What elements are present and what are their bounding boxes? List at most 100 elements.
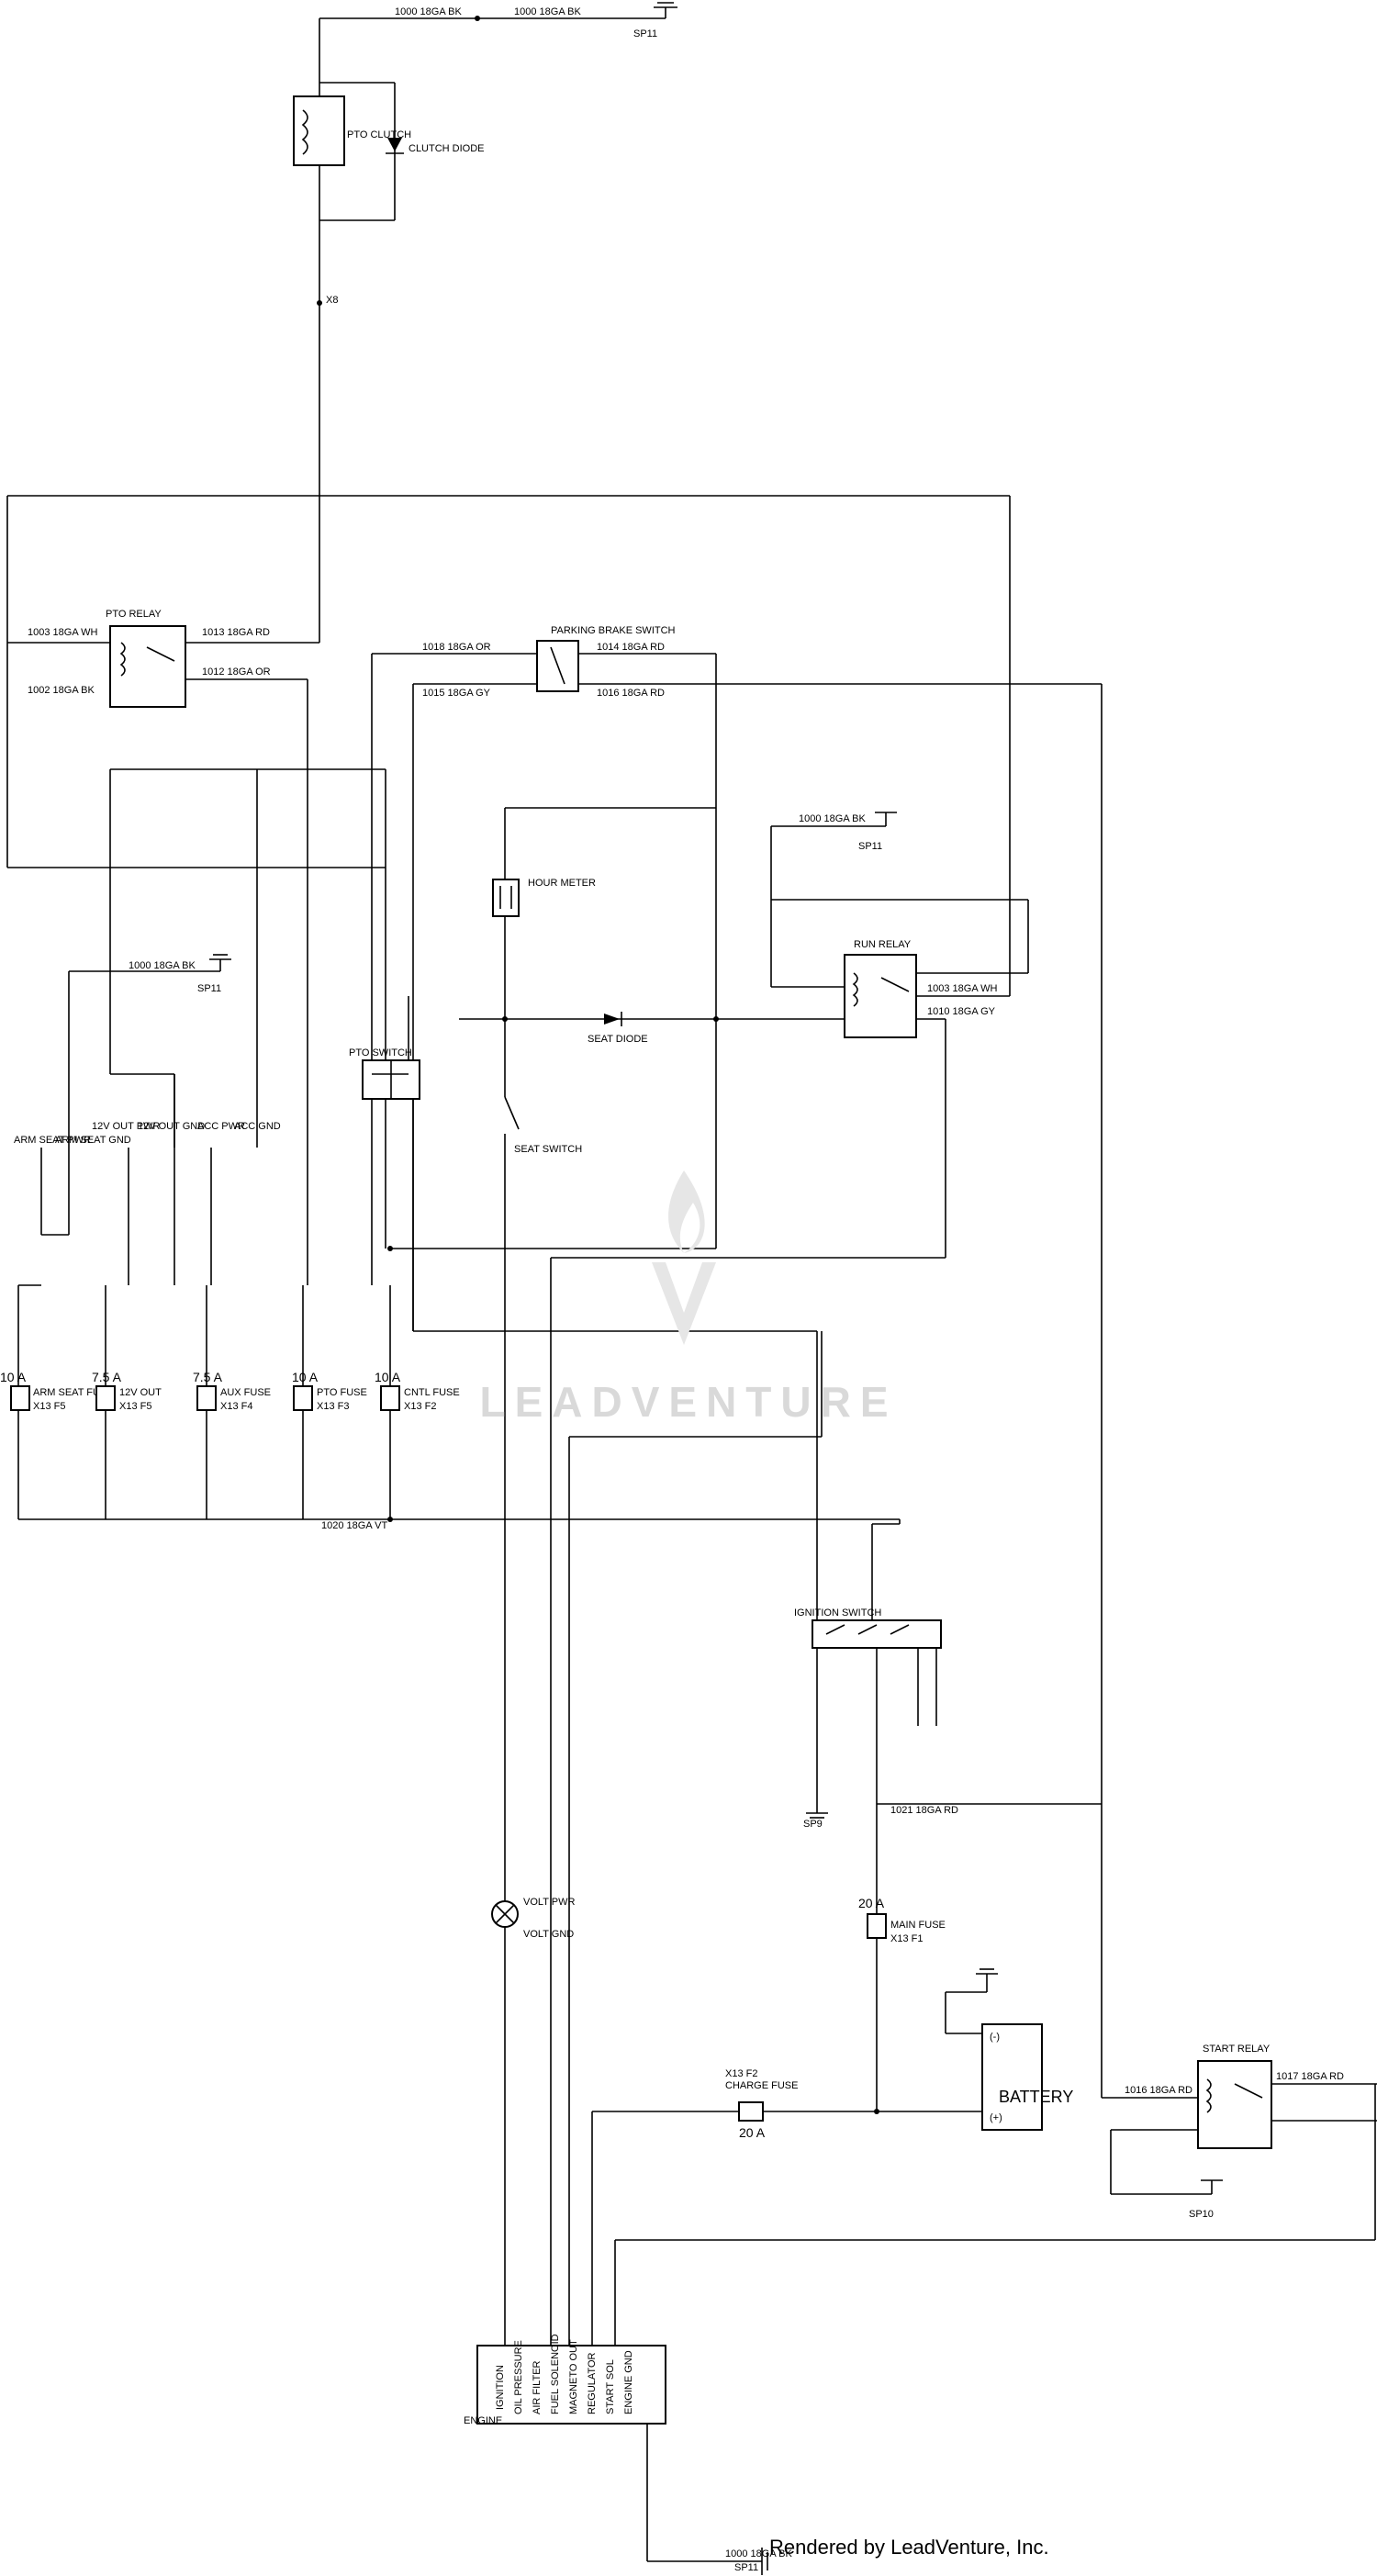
wire-label: 1016 18GA RD [1125,2085,1192,2096]
fuse-name: CNTL FUSE [404,1387,460,1398]
accessory-12v-out-gnd: 12V OUT GND [138,1121,205,1132]
seat-switch-label: SEAT SWITCH [514,1144,582,1155]
ignition-switch: IGNITION SWITCH SP9 [568,1330,942,2323]
parking-brake-switch: PARKING BRAKE SWITCH 1018 18GA OR 1014 1… [371,625,1103,2098]
engine-pin-fuel: FUEL SOLENOID [550,2334,561,2414]
pto-relay-label: PTO RELAY [106,609,162,620]
fuse-rating: 20 A [739,2125,766,2140]
accessory-arm-seat-pwr: ARM SEAT PWR [14,1135,91,1146]
ground-label-sp11-run: SP11 [858,841,882,852]
fuse-charge: 20 A CHARGE FUSE X13 F2 [725,2068,798,2140]
fuse-main: 20 A MAIN FUSE X13 F1 [858,1896,946,1944]
fuse-id: X13 F2 [404,1401,436,1412]
engine-pin-ignition: IGNITION [495,2365,506,2410]
wire-label: 1013 18GA RD [202,627,270,638]
fuse-id: X13 F4 [220,1401,252,1412]
pto-switch: PTO SWITCH [349,996,799,1332]
wire-label: 1003 18GA WH [927,983,997,994]
wire-label: 1000 18GA BK [514,6,581,17]
battery-box [981,2023,1043,2131]
fuse-12v-out: 7.5 A 12V OUT X13 F5 [92,1370,162,1412]
watermark-icon [652,1170,716,1345]
wire-label: 1017 18GA RD [1276,2071,1344,2082]
engine-pin-regulator: REGULATOR [587,2353,598,2414]
svg-text:(+): (+) [990,2112,1002,2123]
engine-label: ENGINE [464,2415,502,2426]
fuse-name: PTO FUSE [317,1387,367,1398]
clutch-diode-label: CLUTCH DIODE [409,143,485,154]
engine-pin-oil: OIL PRESSURE [513,2340,524,2414]
engine-pin-magneto: MAGNETO OUT [568,2339,579,2414]
wire-label: 1000 18GA BK [799,813,866,824]
outer-loop-wires [6,491,1011,1285]
fuse-name: CHARGE FUSE [725,2080,798,2091]
ground-label-sp11-top: SP11 [633,28,657,39]
volt-meter: VOLT PWR VOLT GND [491,1897,575,1940]
battery-label: BATTERY [999,2088,1073,2106]
wire-label: 1015 18GA GY [422,688,491,699]
volt-gnd-label: VOLT GND [523,1929,574,1940]
wire-label: 1020 18GA VT [321,1520,387,1531]
ground-label-sp11-bottom: SP11 [734,2562,758,2573]
pto-clutch-branch: SP11 1000 18GA BK 1000 18GA BK PTO CLUTC… [293,2,677,491]
ignition-label: IGNITION SWITCH [794,1607,881,1618]
fuse-name: MAIN FUSE [890,1920,946,1931]
wire-label: 1003 18GA WH [28,627,97,638]
wire-label: 1018 18GA OR [422,642,491,653]
wire-label: 1021 18GA RD [890,1805,958,1816]
ground-label-sp10: SP10 [1189,2209,1214,2220]
pto-switch-label: PTO SWITCH [349,1047,412,1058]
engine-block: IGNITION OIL PRESSURE AIR FILTER FUEL SO… [464,2323,792,2575]
accessory-connectors: ARM SEAT PWR ARM SEAT GND 12V OUT PWR 12… [14,769,281,1285]
start-relay: START RELAY SP10 1017 18GA RD 1016 18GA … [614,2044,1377,2323]
start-relay-label: START RELAY [1203,2044,1271,2055]
accessory-acc-gnd: ACC GND [234,1121,281,1132]
fuse-id: X13 F2 [725,2068,757,2079]
fuse-id: X13 F5 [119,1401,151,1412]
hour-meter-seat: HOUR METER SEAT DIODE SEAT SWITCH [459,807,845,2323]
fuse-cntl: 10 A CNTL FUSE X13 F2 [375,1370,460,1412]
fuse-rating: 20 A [858,1896,885,1910]
accessory-arm-seat-gnd: ARM SEAT GND [55,1135,131,1146]
fuse-rating: 10 A [292,1370,319,1384]
fuse-rating: 7.5 A [92,1370,122,1384]
park-brake-label: PARKING BRAKE SWITCH [551,625,676,636]
fuse-rating: 10 A [0,1370,27,1384]
hour-meter-label: HOUR METER [528,878,596,889]
fuse-rating: 7.5 A [193,1370,223,1384]
fuse-id: X13 F5 [33,1401,65,1412]
fuse-pto: 10 A PTO FUSE X13 F3 [292,1370,367,1412]
mid-left-wiring: SP11 1000 18GA BK [68,768,386,1285]
wire-label: 1000 18GA BK [395,6,462,17]
fuse-id: X13 F1 [890,1933,923,1944]
fuse-id: X13 F3 [317,1401,349,1412]
fuse-name: ARM SEAT FUSE [33,1387,114,1398]
pto-clutch-label: PTO CLUTCH [347,129,411,140]
fuse-bank: 10 A ARM SEAT FUSE X13 F5 7.5 A 12V OUT … [0,996,900,1531]
engine-pin-start: START SOL [605,2359,616,2414]
volt-pwr-label: VOLT PWR [523,1897,575,1908]
connector-x8: X8 [326,295,338,306]
watermark: LEADVENTURE [479,1378,898,1426]
pto-relay: PTO RELAY 1003 18GA WH 1002 18GA BK 1013… [28,609,271,708]
run-relay: RUN RELAY SP11 1000 18GA BK 1003 18GA WH… [550,812,1029,2323]
wire-label: 1000 18GA BK [129,960,196,971]
accessory-acc-pwr: ACC PWR [197,1121,245,1132]
wire-label: 1014 18GA RD [597,642,665,653]
ground-label-sp11-mid: SP11 [197,983,221,994]
fuse-arm-seat: 10 A ARM SEAT FUSE X13 F5 [0,1370,114,1412]
accessory-12v-out-pwr: 12V OUT PWR [92,1121,160,1132]
fuse-name: 12V OUT [119,1387,162,1398]
wire-label: 1000 18GA BK [725,2548,792,2559]
fuse-name: AUX FUSE [220,1387,271,1398]
render-credit: Rendered by LeadVenture, Inc. [769,2536,1049,2559]
ground-label-sp9: SP9 [803,1819,823,1830]
engine-pin-gnd: ENGINE GND [623,2350,634,2414]
fuse-aux: 7.5 A AUX FUSE X13 F4 [193,1370,271,1412]
run-relay-label: RUN RELAY [854,939,912,950]
fuse-rating: 10 A [375,1370,401,1384]
wire-label: 1002 18GA BK [28,685,95,696]
pto-clutch-coil [293,95,345,166]
engine-pin-air: AIR FILTER [532,2360,543,2414]
